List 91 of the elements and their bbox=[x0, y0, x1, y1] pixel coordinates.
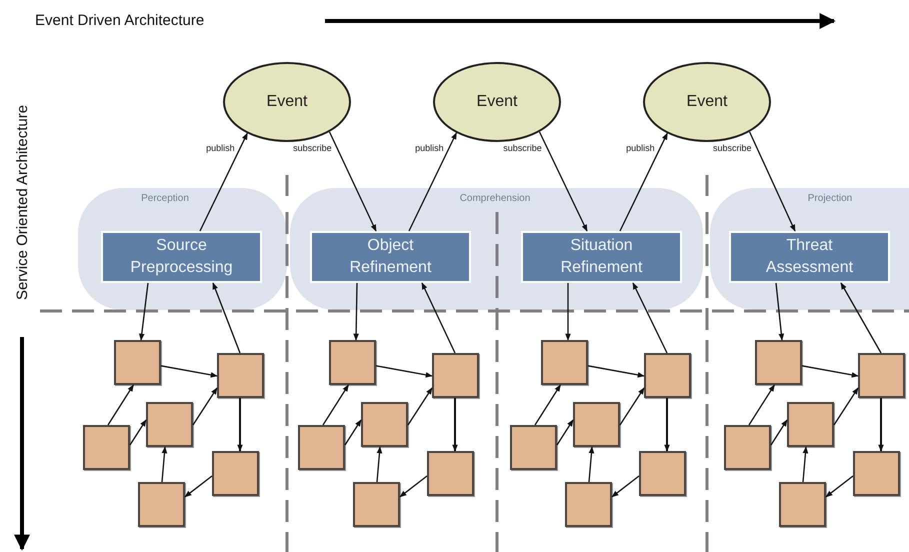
arrow bbox=[749, 132, 796, 232]
component-box bbox=[361, 402, 408, 447]
edge-label: subscribe bbox=[712, 143, 752, 153]
component-box bbox=[114, 340, 161, 385]
arrow bbox=[161, 446, 168, 482]
arrow bbox=[588, 446, 594, 482]
event-label: Event bbox=[686, 93, 728, 111]
arrow bbox=[833, 387, 859, 426]
arrow bbox=[107, 384, 134, 426]
arrow bbox=[160, 365, 218, 378]
service-label: Object Refinement bbox=[348, 236, 432, 278]
service-label: Threat Assessment bbox=[764, 236, 854, 278]
arrow bbox=[632, 282, 668, 354]
event-label: Event bbox=[476, 93, 518, 111]
arrow bbox=[322, 384, 349, 426]
edge-label: publish bbox=[414, 143, 445, 153]
component-box bbox=[427, 451, 474, 496]
arrow bbox=[408, 132, 457, 232]
arrow bbox=[825, 475, 854, 498]
component-box bbox=[565, 482, 612, 527]
component-box bbox=[353, 482, 400, 527]
component-box bbox=[644, 353, 691, 398]
arrow bbox=[538, 132, 588, 232]
arrow bbox=[556, 419, 574, 446]
arrow bbox=[565, 283, 571, 341]
arrow bbox=[775, 282, 784, 341]
component-box bbox=[755, 340, 802, 385]
service-box bbox=[521, 231, 682, 283]
arrow bbox=[619, 387, 645, 426]
edge-label: publish bbox=[205, 143, 236, 153]
stage-label: Projection bbox=[806, 193, 854, 204]
arrow bbox=[802, 365, 859, 378]
arrow bbox=[802, 446, 808, 482]
arrow bbox=[184, 475, 212, 498]
component-box bbox=[858, 353, 905, 398]
arrow bbox=[421, 282, 456, 354]
arrow bbox=[192, 387, 218, 426]
component-box bbox=[787, 402, 834, 447]
arrow bbox=[237, 398, 243, 452]
component-box bbox=[510, 425, 557, 470]
stage-band bbox=[78, 188, 287, 310]
arrow bbox=[407, 387, 433, 426]
arrow bbox=[452, 398, 458, 452]
service-box bbox=[729, 231, 890, 283]
edge-label: subscribe bbox=[502, 143, 543, 153]
component-box bbox=[146, 402, 193, 447]
component-box bbox=[573, 402, 620, 447]
edge-label: publish bbox=[625, 143, 656, 153]
arrow bbox=[399, 475, 428, 498]
axis-title: Service Oriented Architecture bbox=[14, 104, 31, 300]
stage-band bbox=[290, 188, 703, 310]
edge-label: subscribe bbox=[292, 143, 333, 153]
arrow bbox=[199, 132, 248, 232]
arrow bbox=[664, 398, 670, 452]
component-box bbox=[138, 482, 185, 527]
arrow bbox=[353, 282, 359, 341]
component-box bbox=[853, 451, 900, 496]
component-box bbox=[779, 482, 826, 527]
arrow bbox=[129, 419, 147, 446]
arrow bbox=[748, 384, 775, 426]
component-box bbox=[432, 353, 479, 398]
service-label: Source Preprocessing bbox=[129, 236, 234, 278]
arrow bbox=[376, 446, 382, 482]
component-box bbox=[217, 353, 264, 398]
arrow bbox=[588, 365, 645, 378]
stage-label: Perception bbox=[140, 193, 190, 204]
arrow bbox=[139, 282, 149, 341]
component-box bbox=[298, 425, 345, 470]
component-box bbox=[541, 340, 588, 385]
service-label: Situation Refinement bbox=[560, 236, 644, 278]
arrow bbox=[770, 419, 788, 446]
service-box bbox=[310, 231, 471, 283]
arrow bbox=[534, 384, 561, 426]
arrow bbox=[328, 132, 377, 232]
stage-band bbox=[710, 188, 909, 310]
component-box bbox=[212, 451, 259, 496]
event-label: Event bbox=[266, 93, 308, 111]
arrow bbox=[344, 419, 362, 446]
arrow bbox=[619, 132, 668, 232]
component-box bbox=[329, 340, 376, 385]
axis-title: Event Driven Architecture bbox=[35, 12, 204, 29]
stage-label: Comprehension bbox=[458, 193, 532, 204]
arrow bbox=[611, 475, 640, 498]
component-box bbox=[724, 425, 771, 470]
arrow bbox=[376, 365, 433, 378]
arrow bbox=[878, 398, 884, 452]
arrow bbox=[840, 282, 882, 354]
arrow bbox=[212, 282, 241, 354]
component-box bbox=[639, 451, 686, 496]
service-box bbox=[101, 231, 262, 283]
component-box bbox=[83, 425, 130, 470]
